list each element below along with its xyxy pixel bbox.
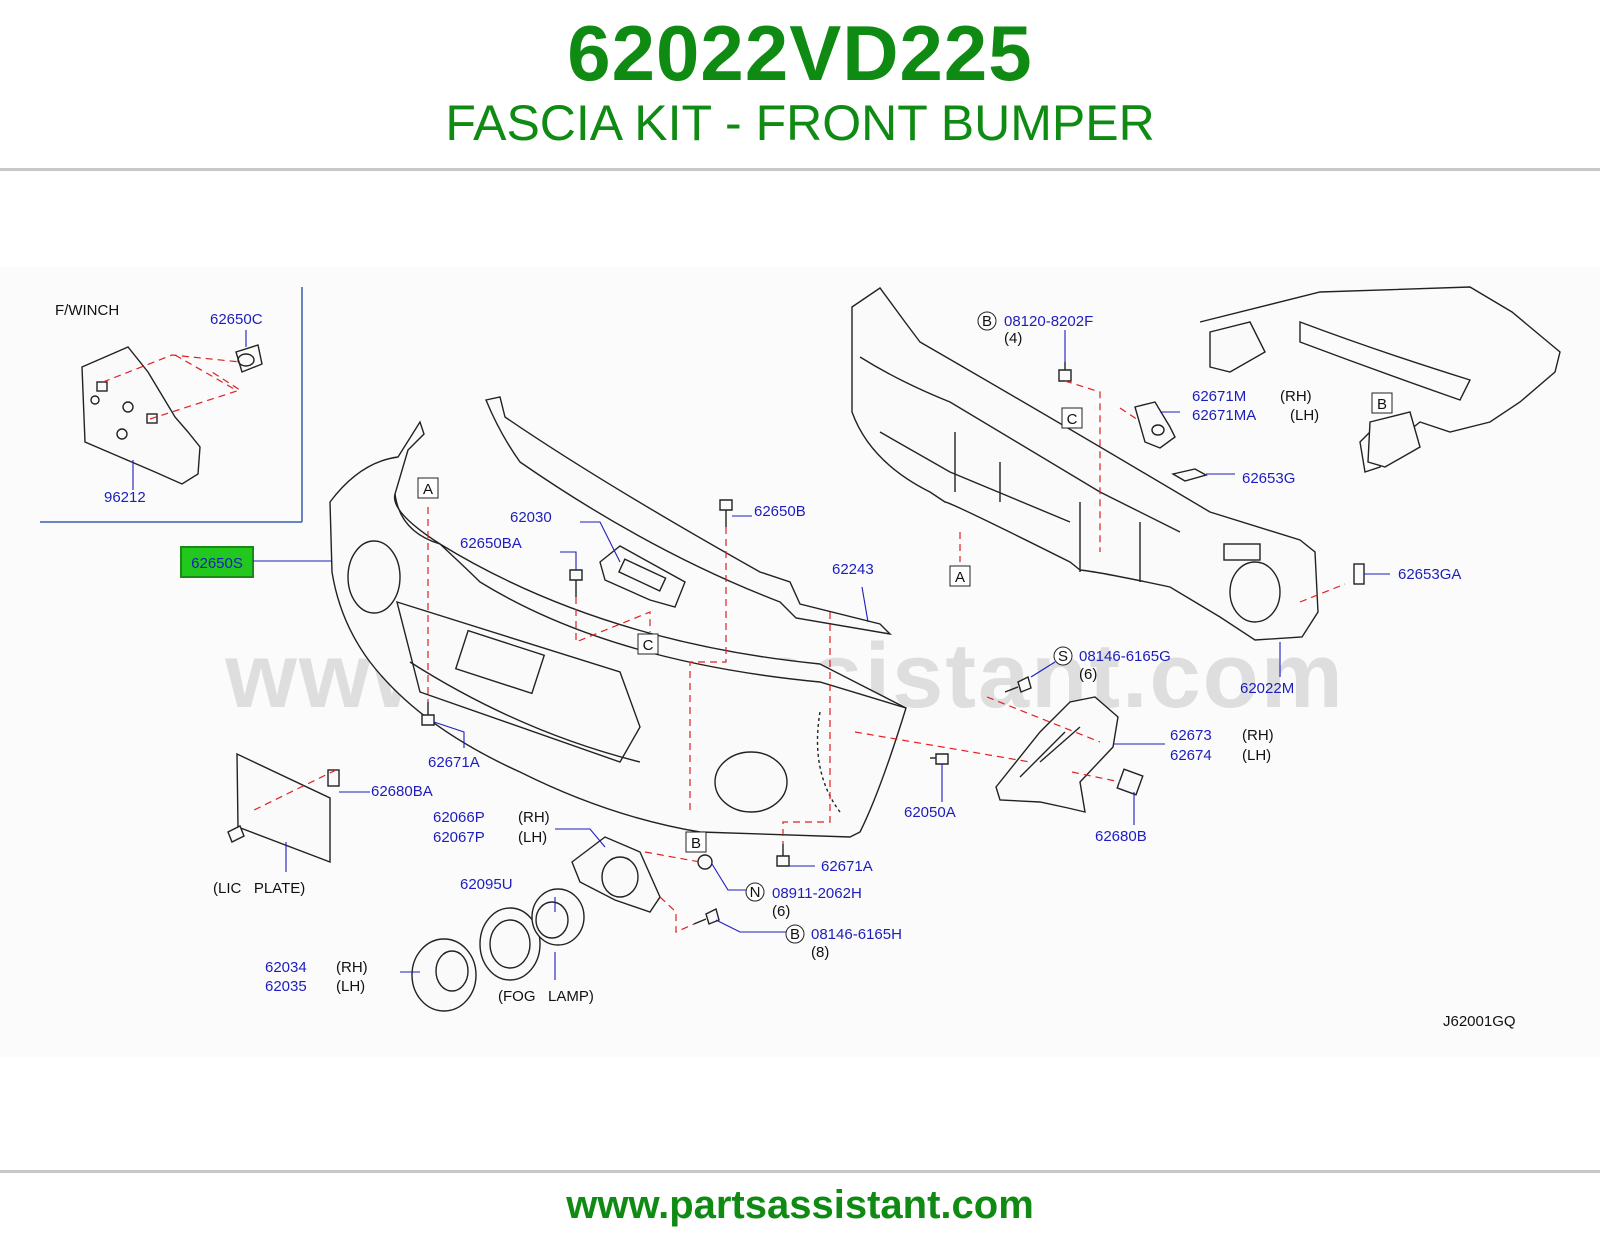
label-62095u: 62095U [460, 876, 513, 893]
label-qty-6b: (6) [1079, 666, 1097, 683]
leader-lines [285, 330, 1390, 980]
footer-divider [0, 1170, 1600, 1173]
ref-b-1: B [691, 835, 701, 852]
label-qty-6a: (6) [772, 903, 790, 920]
label-qty-8: (8) [811, 944, 829, 961]
circle-b-1: B [982, 313, 992, 330]
reinforcement-62022m [851, 287, 1319, 641]
part-name-subtitle: FASCIA KIT - FRONT BUMPER [445, 95, 1155, 151]
label-62022m: 62022M [1240, 680, 1294, 697]
circle-b-2: B [790, 926, 800, 943]
label-62050a: 62050A [904, 804, 956, 821]
label-rh-62034: (RH) [336, 959, 368, 976]
highlight-box-62650s [180, 546, 254, 578]
front-fascia-62650s [329, 420, 907, 838]
winch-inset: F/WINCH [40, 287, 303, 523]
label-lh-62035: (LH) [336, 978, 365, 995]
label-62653ga: 62653GA [1398, 566, 1461, 583]
label-62671a-1: 62671A [428, 754, 480, 771]
label-62066p: 62066P [433, 809, 485, 826]
label-rh-62066p: (RH) [518, 809, 550, 826]
ref-a-2: A [955, 569, 965, 586]
label-08911: 08911-2062H [772, 885, 862, 902]
label-rh-62671m: (RH) [1280, 388, 1312, 405]
upper-retainer-62243 [485, 396, 893, 636]
clip-62680b [1116, 768, 1144, 796]
label-62034: 62034 [265, 959, 307, 976]
ref-c-1: C [643, 637, 654, 654]
part-number-title: 62022VD225 [567, 9, 1033, 97]
label-08120: 08120-8202F [1004, 313, 1093, 330]
label-62243: 62243 [832, 561, 874, 578]
parts-diagram: www.partsassistant.com F/WINCH 62650C 96… [0, 267, 1600, 1057]
label-62671m: 62671M [1192, 388, 1246, 405]
label-fog-lamp: (FOG LAMP) [498, 988, 594, 1005]
label-62653g: 62653G [1242, 470, 1295, 487]
pad-62653ga [1353, 563, 1365, 585]
label-62067p: 62067P [433, 829, 485, 846]
assembly-lines [249, 380, 1346, 933]
bracket-62030 [599, 545, 686, 608]
label-62650c: 62650C [210, 311, 263, 328]
fog-lamp-assembly [411, 836, 661, 1012]
inset-label: F/WINCH [55, 302, 119, 319]
winch-bracket-shape [81, 346, 201, 485]
diagram-code: J62001GQ [1443, 1013, 1516, 1030]
label-rh-62673: (RH) [1242, 727, 1274, 744]
circle-n: N [750, 884, 761, 901]
label-62674: 62674 [1170, 747, 1212, 764]
label-62650ba: 62650BA [460, 535, 522, 552]
label-62650s: 62650S [191, 555, 243, 572]
label-62673: 62673 [1170, 727, 1212, 744]
license-plate [227, 752, 340, 864]
header-divider [0, 168, 1600, 171]
circle-s: S [1058, 648, 1068, 665]
label-lh-62674: (LH) [1242, 747, 1271, 764]
ref-b-2: B [1377, 396, 1387, 413]
label-08146g: 08146-6165G [1079, 648, 1171, 665]
footer-site-url[interactable]: www.partsassistant.com [566, 1183, 1034, 1227]
label-62650b: 62650B [754, 503, 806, 520]
ref-boxes: A C B A C B B S N B [417, 311, 1393, 944]
label-lh-62067p: (LH) [518, 829, 547, 846]
label-lh-62671ma: (LH) [1290, 407, 1319, 424]
bolts [421, 362, 1072, 925]
label-62680ba: 62680BA [371, 783, 433, 800]
pad-62653g [1171, 468, 1208, 482]
label-lic-plate: (LIC PLATE) [213, 880, 305, 897]
label-08146h: 08146-6165H [811, 926, 902, 943]
air-guide-62673 [995, 696, 1119, 813]
label-62035: 62035 [265, 978, 307, 995]
ref-a-1: A [423, 481, 433, 498]
label-62680b: 62680B [1095, 828, 1147, 845]
ref-c-2: C [1067, 411, 1078, 428]
label-qty-4: (4) [1004, 330, 1022, 347]
label-96212: 96212 [104, 489, 146, 506]
label-62671a-2: 62671A [821, 858, 873, 875]
label-62671ma: 62671MA [1192, 407, 1256, 424]
frame-rail [1199, 286, 1561, 473]
label-62030: 62030 [510, 509, 552, 526]
